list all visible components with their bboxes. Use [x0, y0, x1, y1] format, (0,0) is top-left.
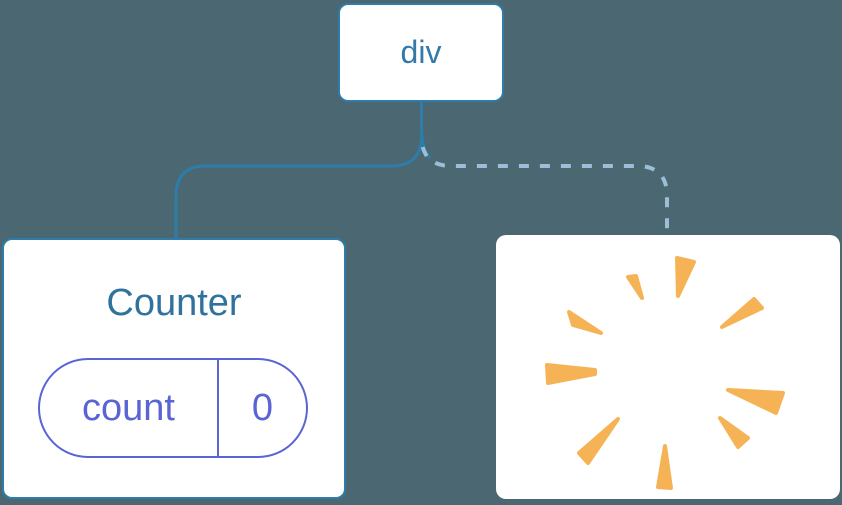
removed-node	[496, 235, 840, 499]
state-pill: count 0	[38, 358, 308, 458]
root-node-label: div	[400, 34, 442, 70]
state-value-label: 0	[251, 386, 274, 429]
solid-connector-line	[174, 102, 423, 239]
state-key-label: count	[40, 360, 219, 456]
root-node-div: div	[338, 3, 504, 102]
dashed-connector-stub	[420, 125, 432, 160]
counter-node: Counter count 0	[2, 238, 346, 499]
poof-starburst-icon	[545, 256, 785, 490]
dashed-connector-line	[419, 135, 669, 233]
counter-node-title: Counter	[106, 282, 242, 324]
